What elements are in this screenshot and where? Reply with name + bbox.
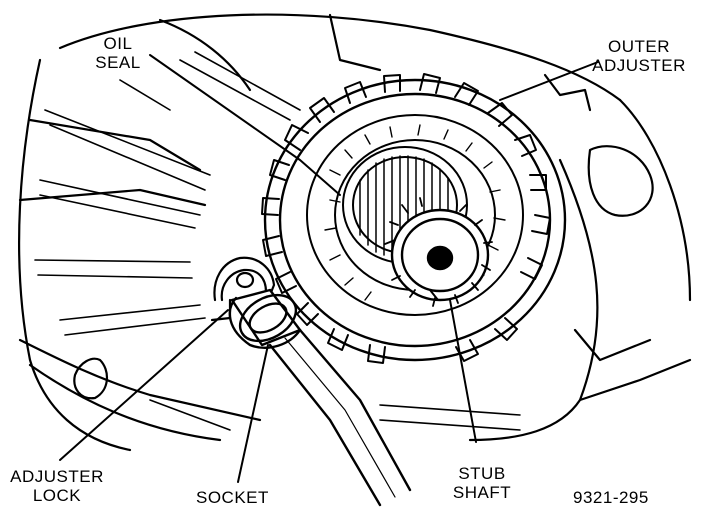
adjuster-lock-label-line1: ADJUSTER xyxy=(10,467,104,486)
stub-shaft-label-line1: STUB xyxy=(458,464,506,483)
socket-label: SOCKET xyxy=(196,488,269,507)
socket-leader xyxy=(237,344,269,483)
oil-seal-label: OIL SEAL xyxy=(88,34,148,72)
outer-adjuster-teeth xyxy=(261,73,551,364)
adjuster-lock-label-line2: LOCK xyxy=(32,486,82,505)
housing-ribs xyxy=(34,51,521,431)
oil-seal-label-line2: SEAL xyxy=(95,53,141,72)
stub-shaft-label-line2: SHAFT xyxy=(452,483,512,502)
outer-adjuster-label-line2: ADJUSTER xyxy=(592,56,686,75)
adjuster-lock-leader xyxy=(59,309,229,461)
stub-shaft-label: STUB SHAFT xyxy=(434,464,530,502)
outer-adjuster-label-line1: OUTER xyxy=(608,37,670,56)
adjuster-lock-label: ADJUSTER LOCK xyxy=(2,467,112,505)
socket-tool xyxy=(228,288,302,349)
stub-shaft-leader-2 xyxy=(429,289,439,301)
figure-number: 9321-295 xyxy=(573,488,649,507)
stub-shaft-leader xyxy=(449,299,477,443)
stub-shaft-end xyxy=(384,197,493,307)
oil-seal-label-line1: OIL xyxy=(103,34,133,53)
oil-seal-leader xyxy=(149,54,341,196)
extension-bar xyxy=(268,328,412,507)
outer-adjuster-leader xyxy=(499,61,599,101)
outer-adjuster-label: OUTER ADJUSTER xyxy=(584,37,694,75)
leader-lines xyxy=(59,54,599,483)
